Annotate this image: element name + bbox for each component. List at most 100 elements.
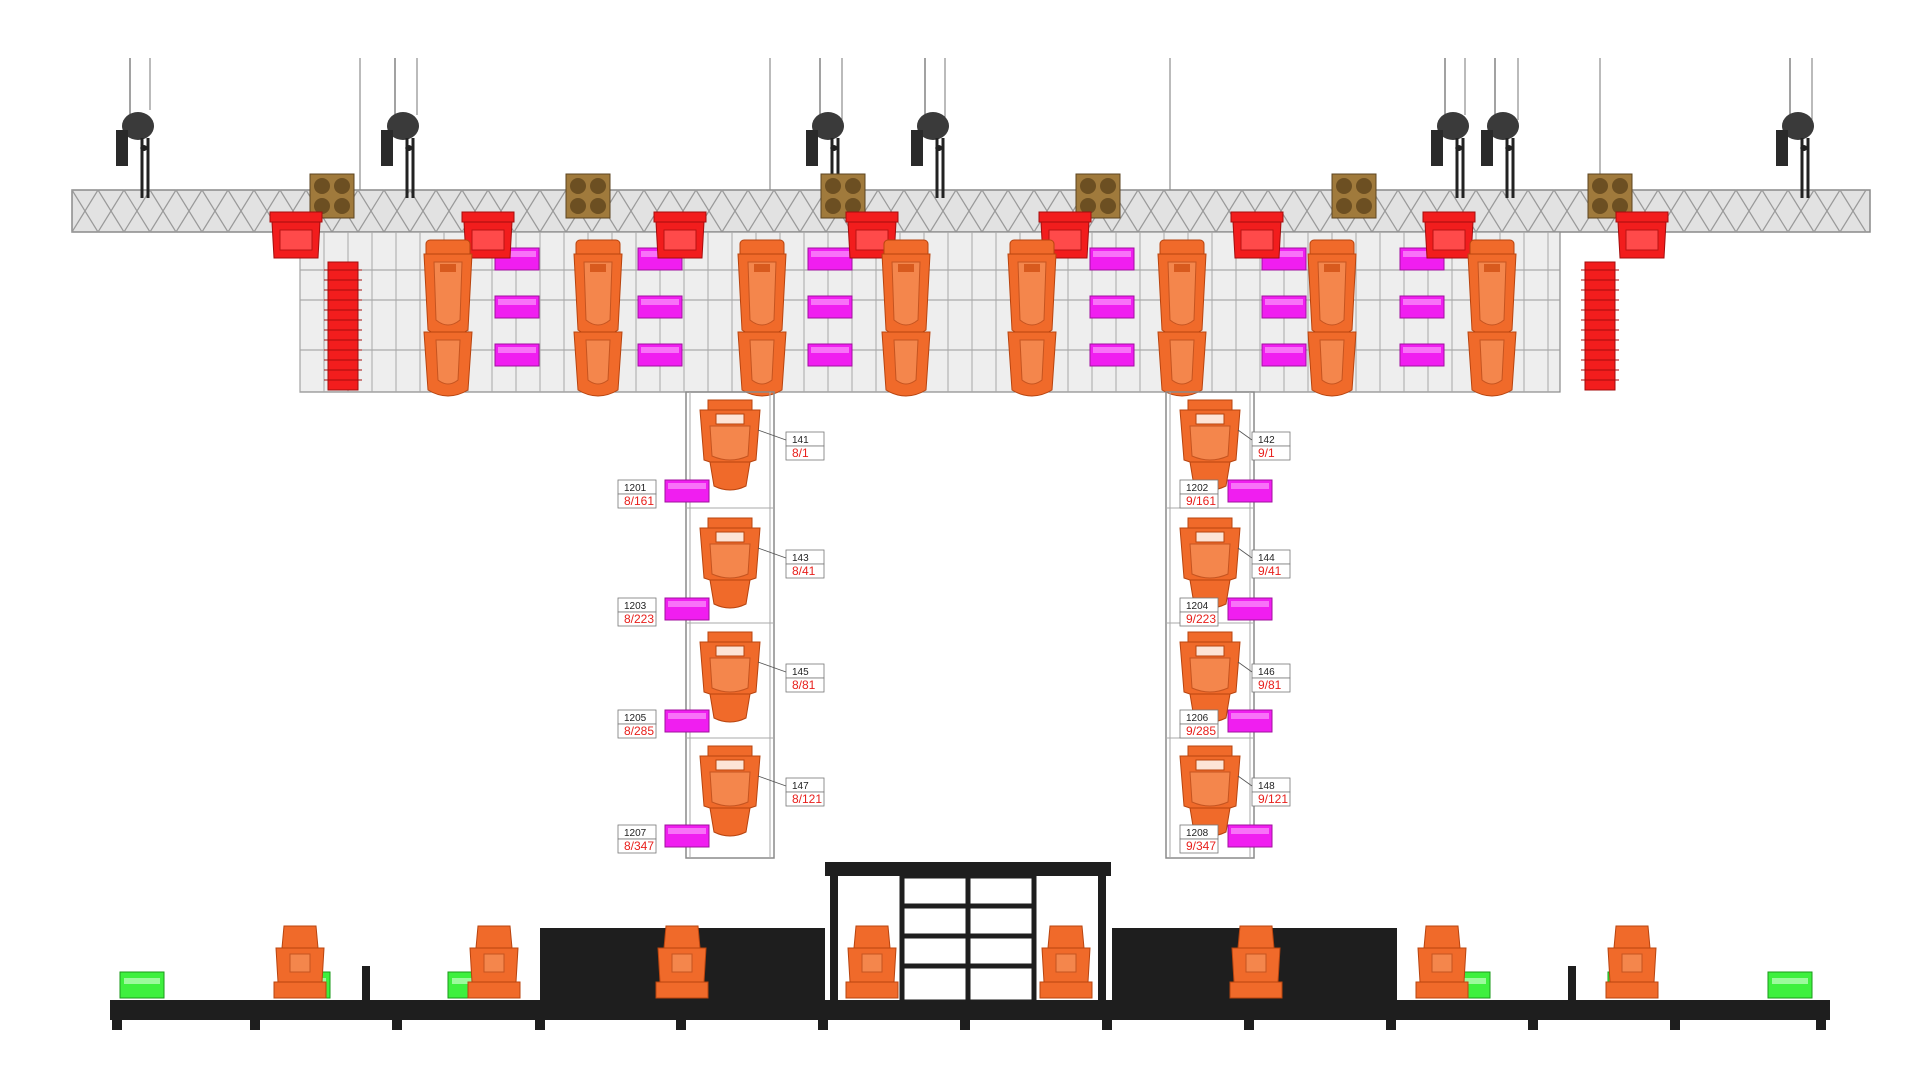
moving-head-fixture-icon	[1157, 239, 1207, 397]
led-bar-fixture-icon	[1089, 295, 1135, 319]
chain-hoist-icon	[909, 56, 951, 200]
tower-bar-label-address: 9/223	[1186, 612, 1216, 626]
tower-bar-label-number: 1203	[624, 601, 647, 612]
led-bar-fixture-icon	[1261, 295, 1307, 319]
led-bar-fixture-icon	[494, 295, 540, 319]
floor-fixture-icon	[119, 971, 165, 999]
moving-head-fixture-icon	[1307, 239, 1357, 397]
tower-bar-label-address: 8/161	[624, 494, 654, 508]
blinder-fixture-icon	[565, 173, 611, 219]
moving-head-fixture-icon	[699, 399, 761, 491]
tower-head-label-number: 146	[1258, 667, 1275, 678]
tower-head-label-address: 9/1	[1258, 446, 1275, 460]
led-bar-fixture-icon	[807, 343, 853, 367]
tower-bar-label-address: 9/161	[1186, 494, 1216, 508]
wash-fixture-icon	[1230, 211, 1284, 259]
chain-hoist-icon	[1774, 56, 1816, 200]
tower-head-label-number: 141	[792, 435, 809, 446]
moving-head-fixture-icon	[1007, 239, 1057, 397]
led-bar-fixture-icon	[1261, 343, 1307, 367]
tower-bar-label-number: 1201	[624, 483, 647, 494]
led-bar-fixture-icon	[494, 343, 540, 367]
wash-fixture-icon	[269, 211, 323, 259]
tower-head-label-address: 8/1	[792, 446, 809, 460]
tower-head-label-address: 9/41	[1258, 564, 1282, 578]
led-bar-fixture-icon	[1399, 343, 1445, 367]
tower-bar-label-number: 1208	[1186, 828, 1209, 839]
tower-bar-label-address: 9/285	[1186, 724, 1216, 738]
moving-head-fixture-icon	[737, 239, 787, 397]
led-bar-fixture-icon	[1227, 709, 1273, 733]
led-bar-fixture-icon	[807, 295, 853, 319]
blinder-fixture-icon	[1331, 173, 1377, 219]
tower-head-label-address: 8/81	[792, 678, 816, 692]
blinder-fixture-icon	[1587, 173, 1633, 219]
tower-head-label-address: 9/81	[1258, 678, 1282, 692]
dj-booth-ladder	[899, 873, 1037, 1005]
led-bar-fixture-icon	[664, 824, 710, 848]
tower-head-label-number: 148	[1258, 781, 1275, 792]
moving-head-fixture-icon	[881, 239, 931, 397]
moving-head-fixture-icon	[273, 925, 327, 999]
led-bar-fixture-icon	[637, 343, 683, 367]
chain-hoist-icon	[1429, 56, 1471, 200]
led-bar-fixture-icon	[664, 479, 710, 503]
moving-head-fixture-icon	[1179, 745, 1241, 837]
led-bar-fixture-icon	[1089, 247, 1135, 271]
tower-bar-label-address: 8/347	[624, 839, 654, 853]
led-bar-fixture-icon	[1399, 295, 1445, 319]
moving-head-fixture-icon	[699, 517, 761, 609]
tower-head-label-address: 9/121	[1258, 792, 1288, 806]
led-bar-fixture-icon	[1227, 479, 1273, 503]
moving-head-fixture-icon	[1179, 631, 1241, 723]
tower-bar-label-address: 8/223	[624, 612, 654, 626]
tower-head-label-number: 147	[792, 781, 809, 792]
tower-head-label-number: 144	[1258, 553, 1275, 564]
side-stack-left	[324, 261, 362, 391]
moving-head-fixture-icon	[573, 239, 623, 397]
blinder-fixture-icon	[1075, 173, 1121, 219]
led-bar-fixture-icon	[1089, 343, 1135, 367]
moving-head-fixture-icon	[1605, 925, 1659, 999]
wash-fixture-icon	[653, 211, 707, 259]
floor-fixture-icon	[1767, 971, 1813, 999]
floor-fixtures	[119, 925, 1813, 999]
tower-bar-label-number: 1206	[1186, 713, 1209, 724]
led-bar-fixture-icon	[664, 597, 710, 621]
moving-head-fixture-icon	[1179, 399, 1241, 491]
moving-head-fixture-icon	[1039, 925, 1093, 999]
wash-fixture-icon	[1422, 211, 1476, 259]
tower-bar-label-address: 8/285	[624, 724, 654, 738]
tower-head-label-number: 145	[792, 667, 809, 678]
chain-hoist-icon	[379, 56, 421, 200]
led-bar-fixture-icon	[637, 295, 683, 319]
moving-head-fixture-icon	[1179, 517, 1241, 609]
tower-head-label-number: 143	[792, 553, 809, 564]
led-bar-fixture-icon	[1227, 824, 1273, 848]
blinder-fixture-icon	[309, 173, 355, 219]
moving-head-fixture-icon	[1415, 925, 1469, 999]
tower-bar-label-number: 1202	[1186, 483, 1209, 494]
stage	[110, 862, 1830, 1030]
tower-bar-label-number: 1207	[624, 828, 647, 839]
hoists	[114, 56, 1816, 200]
led-bar-fixture-icon	[807, 247, 853, 271]
moving-head-fixture-icon	[1467, 239, 1517, 397]
chain-hoist-icon	[114, 56, 156, 200]
moving-head-fixture-icon	[467, 925, 521, 999]
side-stack-right	[1581, 261, 1619, 391]
led-bar-fixture-icon	[1227, 597, 1273, 621]
moving-head-fixture-icon	[423, 239, 473, 397]
tower-head-label-address: 8/41	[792, 564, 816, 578]
moving-head-fixture-icon	[845, 925, 899, 999]
tower-bar-label-address: 9/347	[1186, 839, 1216, 853]
tower-bar-label-number: 1205	[624, 713, 647, 724]
tower-head-label-address: 8/121	[792, 792, 822, 806]
moving-head-fixture-icon	[699, 631, 761, 723]
chain-hoist-icon	[1479, 56, 1521, 200]
wash-fixture-icon	[1615, 211, 1669, 259]
tower-head-label-number: 142	[1258, 435, 1275, 446]
dj-booth-roof	[825, 862, 1111, 876]
